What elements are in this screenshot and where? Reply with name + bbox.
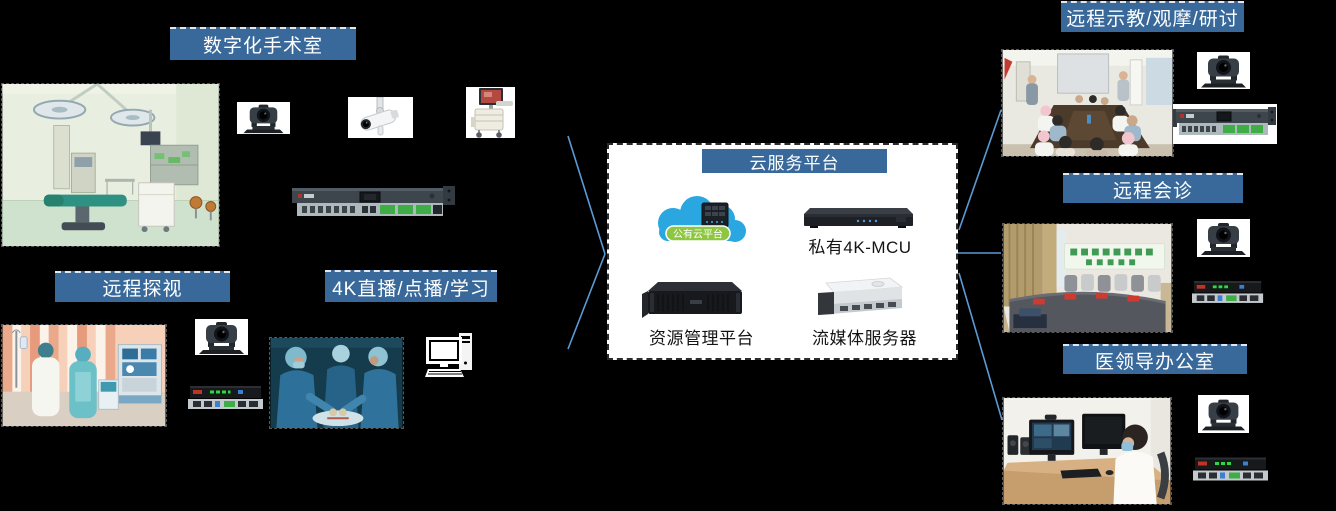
ceiling-camera-icon <box>348 97 413 138</box>
cloud-platform-box: 云服务平台 公有云平台 <box>607 143 958 360</box>
line-live4k-to-cloud <box>567 253 606 350</box>
surgery-live-photo <box>269 337 404 429</box>
mcu-label: 私有4K-MCU <box>808 238 912 257</box>
rack-encoder-icon <box>292 185 455 220</box>
ptz-camera-icon <box>1197 219 1250 257</box>
medical-cart-icon <box>466 87 515 138</box>
rack-server-icon <box>642 278 745 320</box>
cloud-platform-title: 云服务平台 <box>702 149 887 173</box>
streaming-server-label: 流媒体服务器 <box>812 329 917 348</box>
cloud-platform-title-text: 云服务平台 <box>749 153 840 173</box>
line-cloud-to-office <box>958 272 1003 421</box>
codec-terminal-icon <box>1192 278 1265 307</box>
office-label-text: 医领导办公室 <box>1094 351 1215 373</box>
line-digital-or-to-cloud <box>567 135 606 255</box>
mcu-device-icon <box>800 203 917 231</box>
ward-illustration <box>2 325 166 426</box>
consult-room-illustration <box>1003 224 1172 332</box>
section-label-live-4k: 4K直播/点播/学习 <box>325 270 497 302</box>
ward-visit-photo <box>1 324 167 427</box>
section-label-remote-visit: 远程探视 <box>55 271 230 302</box>
codec-terminal-icon <box>1193 452 1270 487</box>
live-4k-label-text: 4K直播/点播/学习 <box>332 278 490 300</box>
section-label-teaching: 远程示教/观摩/研讨 <box>1061 1 1244 32</box>
ptz-camera-icon <box>195 319 248 355</box>
remote-visit-label-text: 远程探视 <box>102 279 183 300</box>
teaching-label-text: 远程示教/观摩/研讨 <box>1066 9 1239 30</box>
ptz-camera-icon <box>237 102 290 134</box>
teaching-room-photo <box>1001 49 1174 157</box>
section-label-consult: 远程会诊 <box>1063 173 1243 203</box>
digital-or-label-text: 数字化手术室 <box>202 36 323 57</box>
consult-room-photo <box>1002 223 1173 333</box>
conference-illustration <box>1002 50 1173 156</box>
line-cloud-to-teaching <box>958 109 1002 231</box>
desktop-computer-icon <box>425 330 474 378</box>
section-label-digital-or: 数字化手术室 <box>170 27 356 60</box>
office-illustration <box>1003 398 1171 504</box>
public-cloud-pill-text: 公有云平台 <box>673 228 723 241</box>
office-photo <box>1002 397 1172 505</box>
resource-platform-label: 资源管理平台 <box>649 329 754 348</box>
cloud-icon: 公有云平台 <box>645 193 755 250</box>
codec-terminal-icon <box>188 384 265 412</box>
ptz-camera-icon <box>1198 395 1249 433</box>
rack-encoder-icon <box>1173 104 1277 144</box>
media-server-icon <box>812 275 905 320</box>
operating-room-illustration <box>2 84 219 246</box>
operating-room-photo <box>1 83 220 247</box>
section-label-office: 医领导办公室 <box>1063 344 1247 374</box>
ptz-camera-icon <box>1197 52 1250 89</box>
consult-label-text: 远程会诊 <box>1112 180 1193 202</box>
surgery-illustration <box>270 338 403 428</box>
